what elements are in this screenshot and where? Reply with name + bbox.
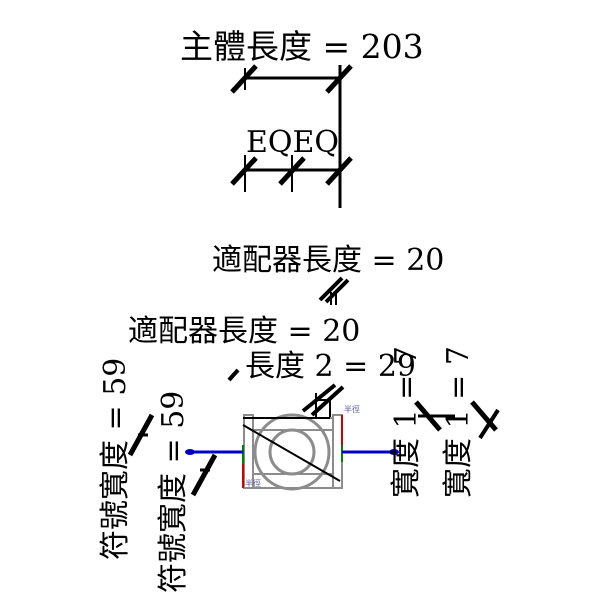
radius-label-left[interactable]: 半徑 <box>245 478 261 488</box>
tick-mark <box>230 64 258 94</box>
adapter-length-label-mid[interactable]: 適配器長度 = 20 <box>128 314 360 349</box>
radius-label-right[interactable]: 半徑 <box>344 404 360 414</box>
connector-left[interactable] <box>185 449 243 455</box>
length2-ticks[interactable] <box>227 368 345 418</box>
tick-mark <box>325 64 353 94</box>
width1-label-b[interactable]: 寬度 1 = 7 <box>441 346 476 498</box>
tick-mark <box>278 156 306 186</box>
connector-arrow <box>185 449 195 455</box>
diagonal-line <box>242 424 341 482</box>
eq-label[interactable]: EQEQ <box>246 125 339 160</box>
connector-right[interactable] <box>342 449 399 455</box>
adapter-length-ticks-top[interactable] <box>318 276 350 305</box>
tick-mark <box>230 156 258 186</box>
symbol-width-label-2[interactable]: 符號寬度 = 59 <box>156 391 191 593</box>
symbol-width-ticks[interactable] <box>127 413 218 497</box>
inner-circle <box>268 428 316 476</box>
adapter-length-label-top[interactable]: 適配器長度 = 20 <box>212 243 444 278</box>
body-length-dimension[interactable] <box>230 64 353 208</box>
eq-dimension[interactable] <box>230 155 353 192</box>
symbol-width-label-1[interactable]: 符號寬度 = 59 <box>98 358 133 560</box>
device-symbol[interactable] <box>242 413 343 491</box>
tick-mark <box>325 156 353 186</box>
body-length-label[interactable]: 主體長度 = 203 <box>180 27 424 66</box>
outer-circle <box>253 413 331 491</box>
width1-label-a[interactable]: 寬度 1 = 7 <box>389 346 424 498</box>
width1-ticks[interactable] <box>414 400 500 440</box>
length2-label[interactable]: 長度 2 = 29 <box>245 349 416 384</box>
connector-arrow <box>389 449 399 455</box>
